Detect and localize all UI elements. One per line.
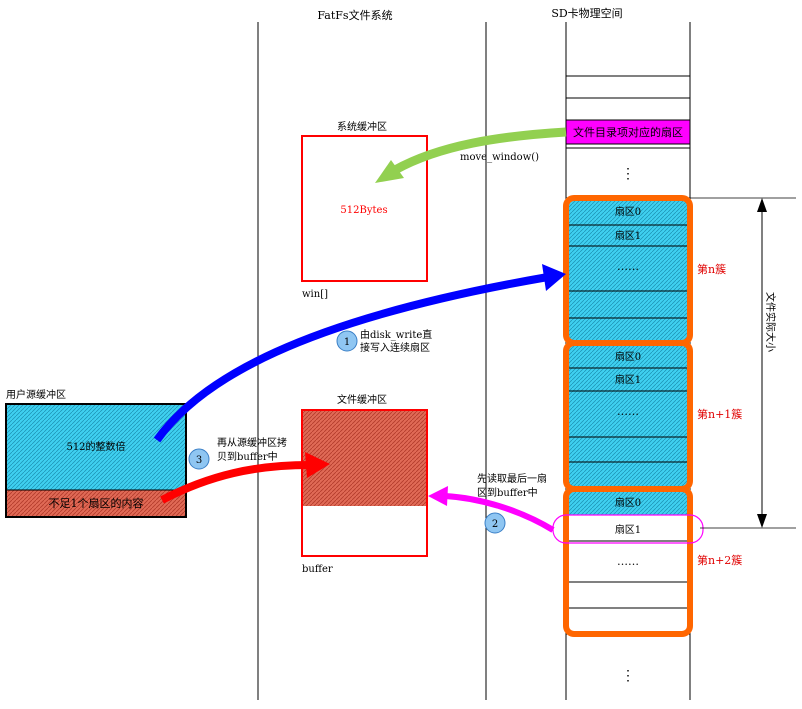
- step3-line1: 再从源缓冲区拷: [217, 436, 287, 449]
- file-buffer-fill: [302, 410, 427, 506]
- cluster-n1-dots: ……: [617, 405, 639, 418]
- cluster-n-sector0: 扇区0: [615, 205, 641, 218]
- cluster-n1-sector0: 扇区0: [615, 350, 641, 363]
- user-buffer-box: [5, 403, 187, 518]
- cluster-n-plus-1: [563, 340, 693, 492]
- user-buffer-title: 用户源缓冲区: [6, 388, 66, 401]
- sys-buffer-title: 系统缓冲区: [337, 120, 387, 133]
- move-window-label: move_window(): [460, 152, 539, 163]
- cluster-n2-dots: ……: [617, 555, 639, 568]
- cluster-n-label: 第n簇: [697, 262, 726, 276]
- step3-circle: [188, 448, 210, 470]
- sd-ellipsis-bottom: ⋮: [621, 668, 635, 684]
- user-buffer-tail: [6, 490, 186, 517]
- user-buffer-main-label: 512的整数倍: [66, 440, 125, 453]
- move-window-arrowhead: [375, 160, 404, 183]
- cluster-n2-label: 第n+2簇: [697, 553, 742, 567]
- step3-arrowhead: [305, 452, 330, 478]
- step3-number: 3: [196, 455, 202, 466]
- step2-arrowhead: [428, 486, 448, 506]
- file-buffer-caption: buffer: [302, 564, 333, 575]
- step2-line1: 先读取最后一扇: [477, 472, 547, 485]
- user-buffer-tail-label: 不足1个扇区的内容: [49, 496, 144, 510]
- cluster-n2-sector1: 扇区1: [615, 523, 641, 536]
- size-bracket: [690, 197, 796, 529]
- step1-line1: 由disk_write直: [360, 328, 432, 341]
- cluster-n-dots: ……: [617, 260, 639, 273]
- dir-sector-label: 文件目录项对应的扇区: [573, 125, 683, 139]
- step3-arrow: [160, 461, 311, 504]
- dir-sector: [565, 119, 691, 145]
- sys-buffer-content: 512Bytes: [340, 205, 387, 216]
- cluster-n-plus-2: [563, 486, 693, 637]
- cluster-n1-sector1: 扇区1: [615, 373, 641, 386]
- cluster-n1-label: 第n+1簇: [697, 407, 742, 421]
- file-buffer-title: 文件缓冲区: [337, 393, 387, 406]
- size-label: 文件实际大小: [764, 292, 777, 352]
- step1-line2: 接写入连续扇区: [360, 341, 430, 354]
- move-window-arrow: [392, 127, 567, 174]
- step2-circle: [484, 512, 506, 534]
- sd-header: SD卡物理空间: [551, 6, 622, 20]
- fatfs-header: FatFs文件系统: [317, 8, 392, 22]
- file-buffer-box: [301, 409, 428, 557]
- sd-ellipsis-top: ⋮: [621, 166, 635, 182]
- cluster-n2-sector0: 扇区0: [615, 496, 641, 509]
- step1-circle: [336, 330, 358, 352]
- step2-line2: 区到buffer中: [477, 486, 538, 499]
- step2-arrow: [444, 493, 555, 533]
- step1-number: 1: [344, 337, 350, 348]
- step2-number: 2: [492, 519, 498, 530]
- sys-buffer-caption: win[]: [302, 289, 328, 300]
- step1-arrowhead: [542, 264, 566, 291]
- step3-line2: 贝到buffer中: [217, 450, 278, 463]
- cluster-n-sector1: 扇区1: [615, 229, 641, 242]
- user-buffer-main: [6, 404, 186, 490]
- step1-arrow: [153, 273, 549, 443]
